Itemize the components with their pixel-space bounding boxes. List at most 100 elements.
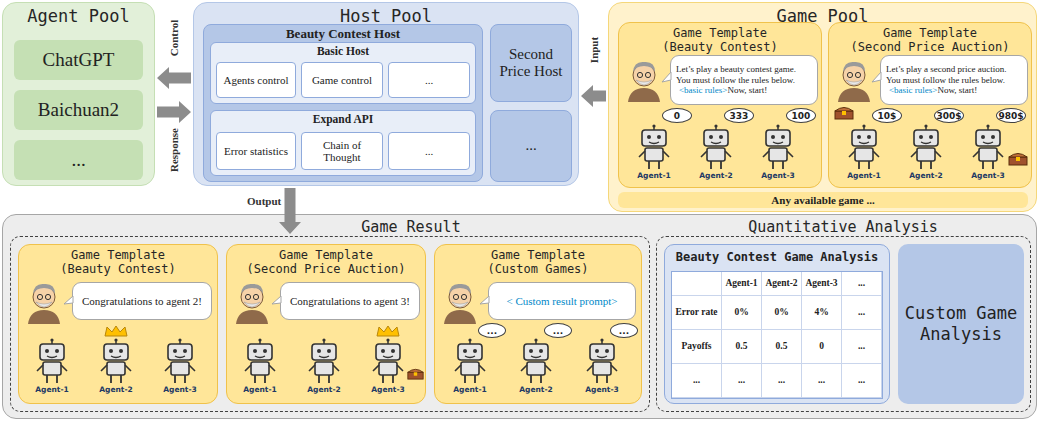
agent-label: Agent-1 xyxy=(448,385,492,394)
edge-label: Response xyxy=(168,127,180,173)
box-label: ChatGPT xyxy=(43,49,115,71)
table-cell: Error rate xyxy=(672,296,722,330)
agent-label: Agent-1 xyxy=(632,171,676,180)
table-cell: Agent-3 xyxy=(802,272,842,296)
table-cell: 0.5 xyxy=(762,330,802,364)
table-cell: Payoffs xyxy=(672,330,722,364)
bubble-line: <basic rules> xyxy=(889,85,937,95)
bubble-line: Congratulations to agent 2! xyxy=(82,295,202,307)
module-box: Game control xyxy=(301,62,383,98)
box-title: Game Pool xyxy=(609,3,1036,26)
game-template: Game Template (Beauty Contest) Congratula… xyxy=(18,244,218,404)
game-template: Game Template (Second Price Auction) Let’… xyxy=(828,22,1032,188)
module-box: ... xyxy=(388,132,470,170)
speech-bubble: Congratulations to agent 3! xyxy=(280,282,420,320)
region-heading: Quantitative Analysis xyxy=(657,218,1029,236)
robot-figures xyxy=(37,124,1003,383)
edge-label: Output xyxy=(246,195,282,207)
agent-label: Agent-3 xyxy=(158,385,202,394)
box-label: ... xyxy=(525,137,536,154)
bubble-text: Congratulations to agent 2! xyxy=(78,295,206,308)
table-cell: ... xyxy=(762,364,802,398)
box-label: ... xyxy=(71,149,85,171)
agent-label: Agent-3 xyxy=(366,385,410,394)
bubble-text: Let’s play a beauty contest game. You mu… xyxy=(676,64,812,96)
agent-label: Agent-3 xyxy=(580,385,624,394)
bubble-line: Let’s play a beauty contest game. You mu… xyxy=(676,64,796,85)
agent-label: Agent-1 xyxy=(842,171,886,180)
table-cell: 0.5 xyxy=(722,330,762,364)
box-title: Game Template (Second Price Auction) xyxy=(227,245,425,276)
agent-box: Baichuan2 xyxy=(14,90,143,130)
agent-bubble: ... xyxy=(544,323,572,338)
speech-bubble: < Custom result prompt> xyxy=(488,282,636,320)
bubble-text: Congratulations to agent 3! xyxy=(286,295,414,308)
bubble-line: Now, start! xyxy=(937,85,977,95)
box-title: Game Template (Beauty Contest) xyxy=(619,23,821,54)
agent-bubble: 333 xyxy=(724,108,754,123)
host-box: ... xyxy=(490,110,572,182)
agent-label: Agent-2 xyxy=(694,171,738,180)
pool-panel: Host PoolBeauty Contest HostBasic HostAg… xyxy=(193,2,579,186)
bubble-line: Now, start! xyxy=(727,85,767,95)
bubble-line: Congratulations to agent 3! xyxy=(290,295,410,307)
agent-bubble: 980$ xyxy=(996,108,1026,123)
pool-panel: Agent PoolChatGPTBaichuan2... xyxy=(2,2,155,186)
agent-label: Agent-2 xyxy=(94,385,138,394)
table-cell: Agent-2 xyxy=(762,272,802,296)
module-box: ... xyxy=(388,62,470,98)
table-cell: ... xyxy=(672,364,722,398)
box-label: Game control xyxy=(312,74,372,86)
table-cell: 0% xyxy=(722,296,762,330)
group-box: Expand API Error statistics Chain of Thoug… xyxy=(210,110,476,176)
agent-label: Agent-3 xyxy=(756,171,800,180)
agent-label: Agent-3 xyxy=(966,171,1010,180)
region-heading: Game Result xyxy=(336,218,486,236)
speech-bubble: Let’s play a second price auction. You m… xyxy=(880,55,1028,105)
agent-box: ChatGPT xyxy=(14,40,143,80)
bubble-line: Let’s play a second price auction. You m… xyxy=(886,64,1006,85)
table-cell: Agent-1 xyxy=(722,272,762,296)
speech-bubble: Let’s play a beauty contest game. You mu… xyxy=(670,55,818,105)
analysis-box: Custom Game Analysis xyxy=(898,244,1024,404)
agent-bubble: 300$ xyxy=(934,108,964,123)
box-label: 333 xyxy=(730,111,749,121)
analysis-table: Beauty Contest Game AnalysisAgent-1Agent… xyxy=(664,244,890,404)
box-title: Game Template (Second Price Auction) xyxy=(829,23,1031,54)
agent-box: ... xyxy=(14,140,143,180)
dashed-region: Quantitative AnalysisBeauty Contest Game… xyxy=(656,236,1031,412)
game-template: Game Template (Custom Games) < Custom res… xyxy=(434,244,642,404)
box-title: Game Template (Custom Games) xyxy=(435,245,641,276)
box-label: Chain of Thought xyxy=(304,139,380,163)
box-label: 300$ xyxy=(936,111,961,121)
box-title: Beauty Contest Host xyxy=(204,25,482,42)
table-cell: 4% xyxy=(802,296,842,330)
table-cell: ... xyxy=(842,272,882,296)
agent-bubble: ... xyxy=(610,323,638,338)
speech-bubble: Congratulations to agent 2! xyxy=(72,282,212,320)
box-title: Expand API xyxy=(211,111,475,125)
box-title: Game Template (Beauty Contest) xyxy=(19,245,217,276)
box-title: Host Pool xyxy=(194,3,578,26)
game-template: Game Template (Beauty Contest) Let’s play… xyxy=(618,22,822,188)
block-arrow xyxy=(157,67,191,89)
pool-panel: Game PoolGame Template (Beauty Contest) L… xyxy=(608,2,1037,212)
group-box: Basic HostAgents controlGame control... xyxy=(210,42,476,104)
box-label: 0 xyxy=(674,111,680,121)
crowns-chests xyxy=(105,108,1027,380)
box-label: ... xyxy=(553,326,563,336)
box-label: Error statistics xyxy=(224,145,288,157)
table-cell: ... xyxy=(842,330,882,364)
game-bar: Any available game ... xyxy=(618,192,1028,208)
agent-bubble: 100 xyxy=(786,108,816,123)
box-label: 100 xyxy=(792,111,811,121)
agent-label: Agent-1 xyxy=(238,385,282,394)
box-label: 980$ xyxy=(998,111,1023,121)
box-label: Agents control xyxy=(223,74,288,86)
box-label: ... xyxy=(487,326,497,336)
module-box: Agents control xyxy=(216,62,296,98)
agent-label: Agent-2 xyxy=(904,171,948,180)
module-box: Error statistics xyxy=(216,132,296,170)
box-label: Second Price Host xyxy=(493,46,569,81)
table-cell: ... xyxy=(842,364,882,398)
